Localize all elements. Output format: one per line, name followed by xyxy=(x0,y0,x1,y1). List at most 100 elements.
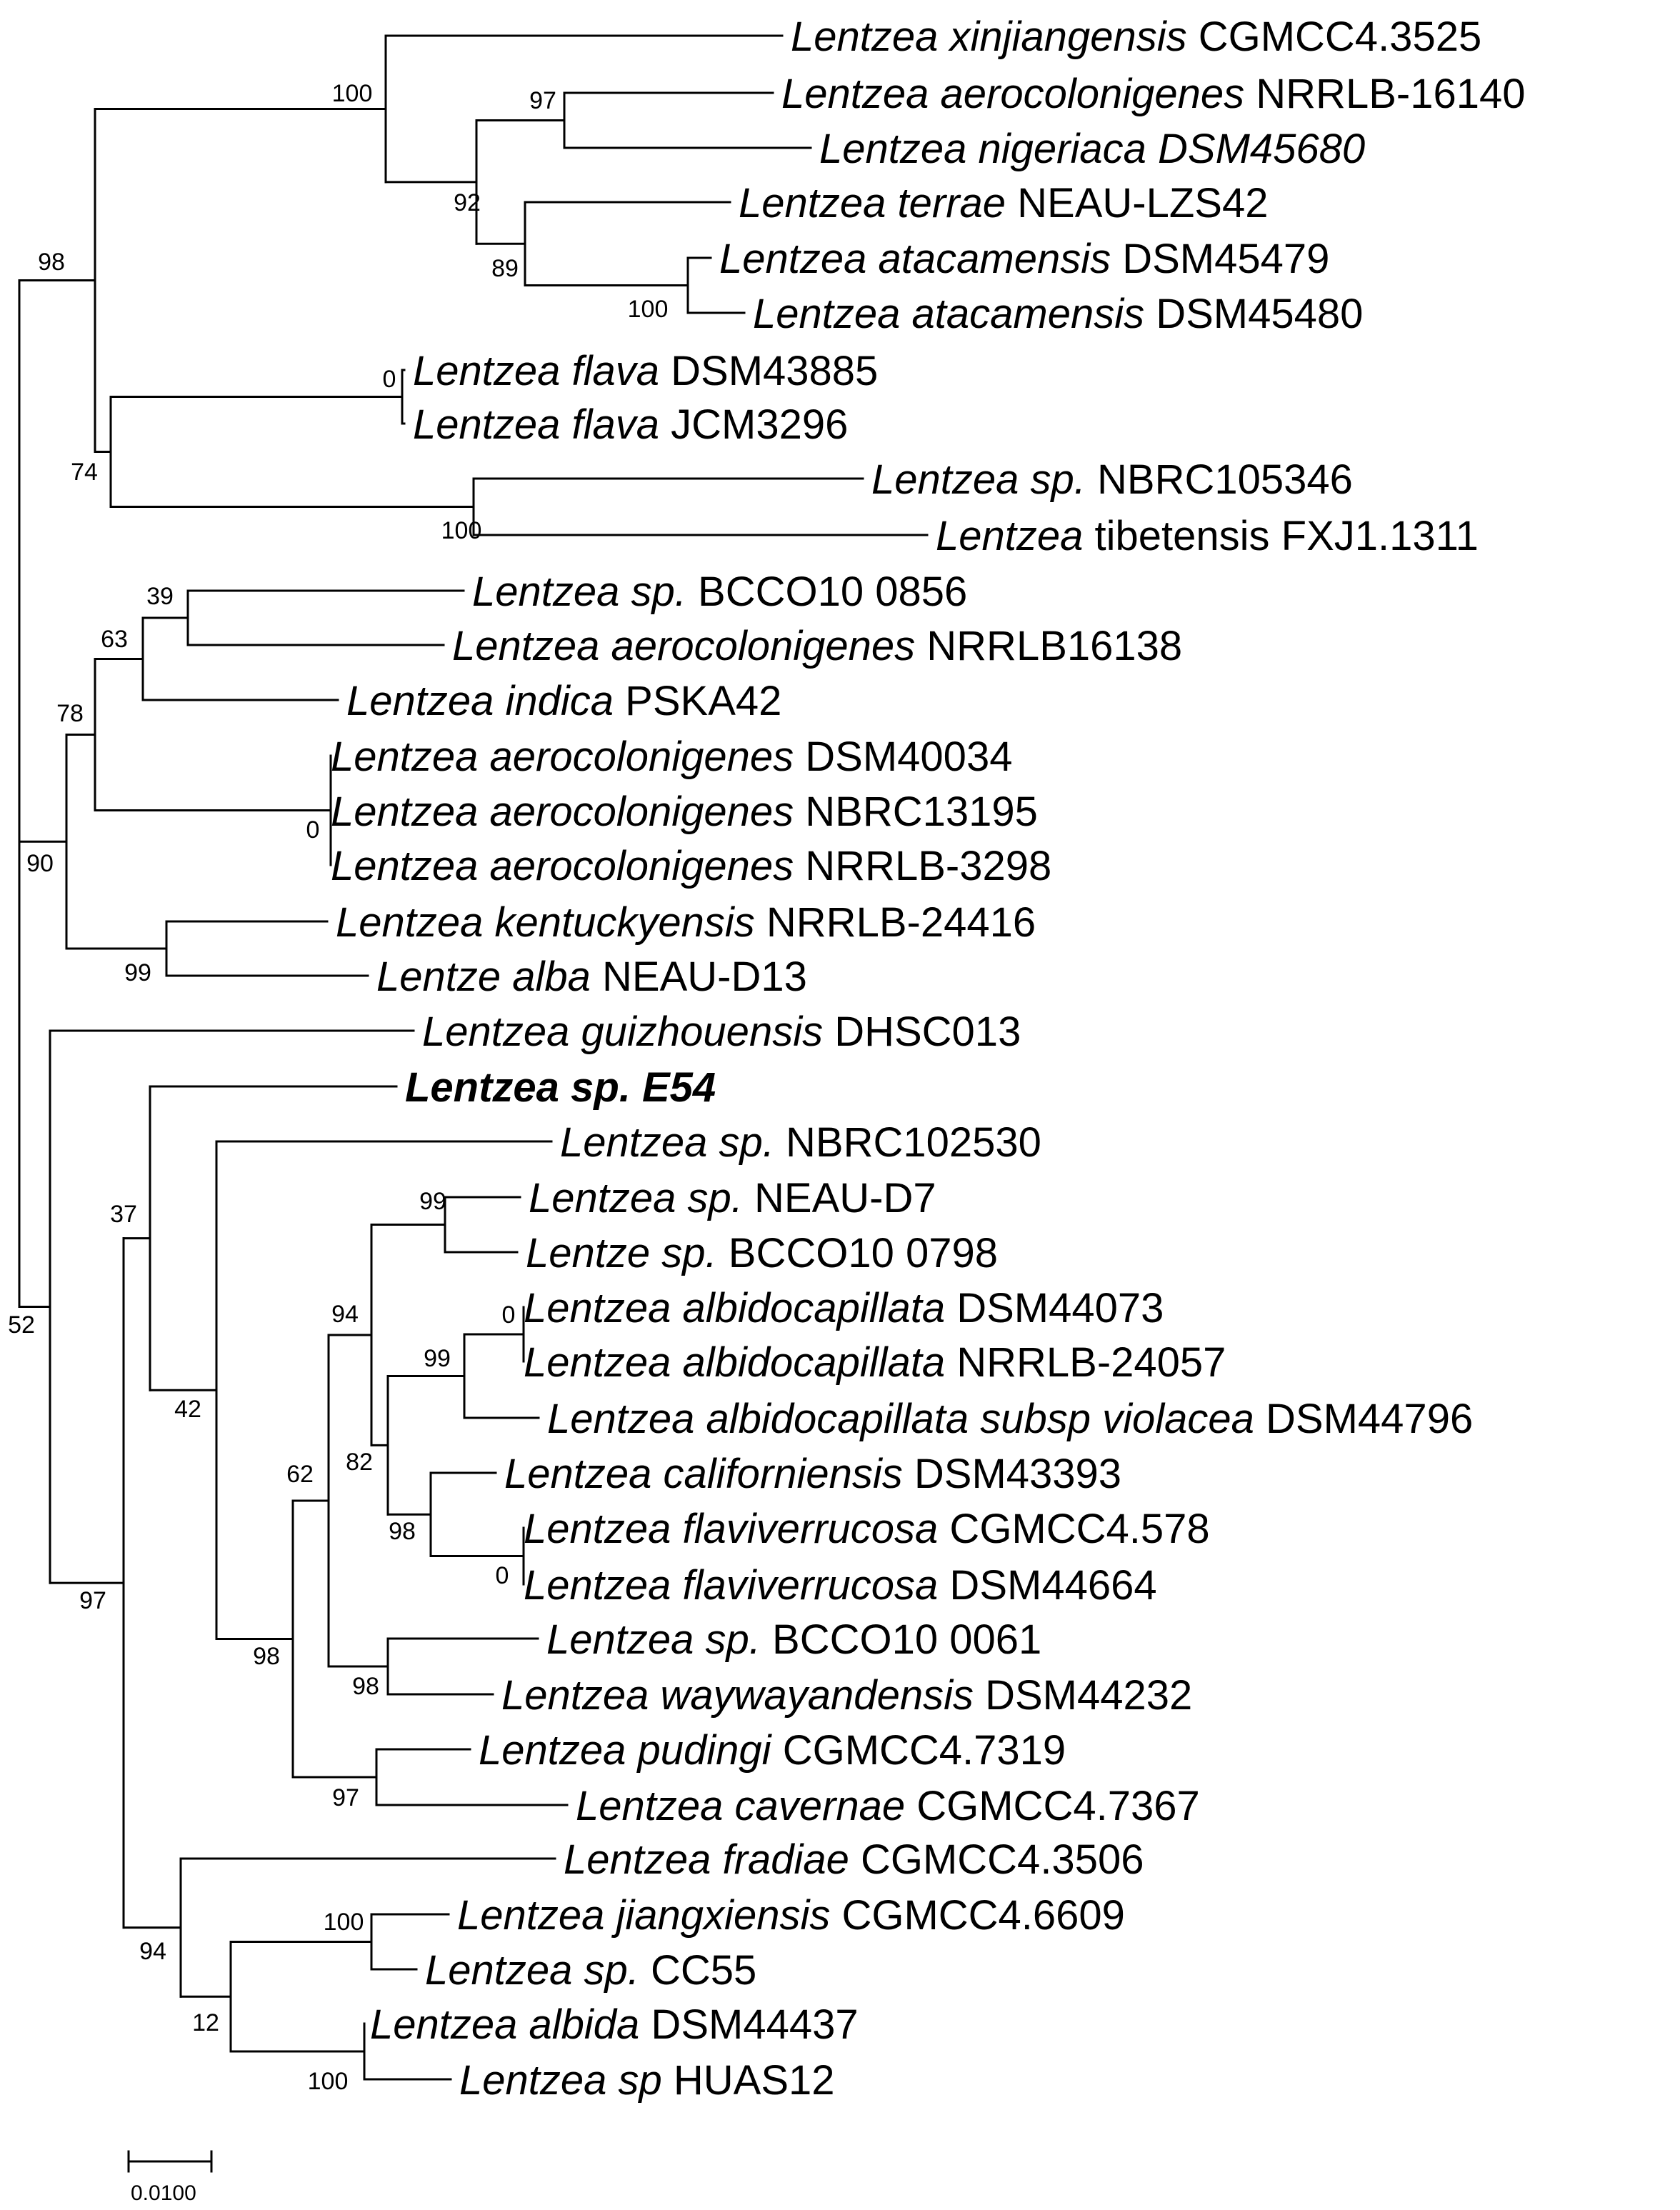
taxon-label: Lentzea aerocolonigenes NBRC13195 xyxy=(331,789,1038,835)
taxon-label: Lentzea albida DSM44437 xyxy=(370,2001,859,2048)
taxon-label: Lentzea nigeriaca DSM45680 xyxy=(819,126,1365,172)
taxon-strain-id: DSM45480 xyxy=(1144,291,1363,337)
bootstrap-label: 97 xyxy=(79,1587,106,1614)
taxon-strain-id: NRRLB16138 xyxy=(915,623,1182,669)
taxon-strain-id: NRRLB-3298 xyxy=(794,843,1051,889)
taxon-species-name: Lentzea atacamensis xyxy=(753,291,1144,337)
taxon-species-name: Lentzea kentuckyensis xyxy=(336,899,755,946)
taxon-label: Lentzea atacamensis DSM45479 xyxy=(719,236,1329,282)
taxon-strain-id: NEAU-LZS42 xyxy=(1006,180,1268,226)
taxon-label: Lentzea sp. E54 xyxy=(405,1064,716,1111)
taxon-label: Lentzea albidocapillata subsp violacea D… xyxy=(547,1396,1473,1442)
taxon-species-name: Lentzea sp. xyxy=(871,456,1086,503)
taxon-label: Lentzea aerocolonigenes NRRLB-16140 xyxy=(781,71,1525,117)
taxon-label: Lentzea pudingi CGMCC4.7319 xyxy=(479,1727,1066,1774)
taxon-strain-id: NBRC105346 xyxy=(1086,456,1353,503)
taxon-label: Lentzea albidocapillata DSM44073 xyxy=(524,1285,1164,1331)
taxon-species-name: Lentzea flaviverrucosa xyxy=(524,1506,938,1552)
taxon-label: Lentzea aerocolonigenes NRRLB16138 xyxy=(452,623,1182,669)
taxon-species-name: Lentzea albidocapillata subsp violacea xyxy=(547,1396,1254,1442)
bootstrap-label: 74 xyxy=(71,459,98,486)
taxon-species-name: Lentzea sp xyxy=(459,2057,662,2104)
taxon-label: Lentzea sp. NBRC105346 xyxy=(871,456,1353,503)
taxon-strain-id: NRRLB-24057 xyxy=(945,1339,1226,1386)
taxon-species-name: Lentzea jiangxiensis xyxy=(457,1892,830,1939)
bootstrap-label: 92 xyxy=(454,189,481,216)
taxon-species-name: Lentzea xyxy=(936,513,1083,559)
taxon-strain-id: DSM44073 xyxy=(945,1285,1164,1331)
taxon-strain-id: DSM43885 xyxy=(659,348,878,394)
bootstrap-label: 94 xyxy=(331,1301,359,1328)
taxon-strain-id: CGMCC4.7367 xyxy=(905,1783,1200,1829)
taxon-label: Lentzea xinjiangensis CGMCC4.3525 xyxy=(791,14,1481,60)
taxon-strain-id: NBRC102530 xyxy=(774,1119,1041,1166)
taxon-strain-id: NEAU-D13 xyxy=(591,954,807,1000)
taxon-species-name: Lentzea flava xyxy=(413,401,659,448)
taxon-species-name: Lentzea albida xyxy=(370,2001,639,2048)
taxon-strain-id: BCCO10 0798 xyxy=(717,1230,998,1276)
bootstrap-label: 97 xyxy=(332,1784,359,1811)
taxon-label: Lentzea flava JCM3296 xyxy=(413,401,848,448)
taxon-strain-id: NBRC13195 xyxy=(794,789,1038,835)
taxon-species-name: Lentzea aerocolonigenes xyxy=(331,843,794,889)
bootstrap-label: 78 xyxy=(56,700,84,727)
taxon-label: Lentzea aerocolonigenes DSM40034 xyxy=(331,734,1012,780)
taxon-strain-id: BCCO10 0061 xyxy=(761,1616,1041,1663)
bootstrap-label: 99 xyxy=(124,959,151,986)
taxon-label: Lentzea sp. BCCO10 0856 xyxy=(472,569,967,615)
taxon-strain-id: CGMCC4.578 xyxy=(938,1506,1209,1552)
taxon-label: Lentzea fradiae CGMCC4.3506 xyxy=(564,1836,1144,1883)
bootstrap-label: 99 xyxy=(424,1345,451,1372)
bootstrap-label: 98 xyxy=(253,1643,280,1670)
taxon-label: Lentzea flava DSM43885 xyxy=(413,348,878,394)
scale-bar-label: 0.0100 xyxy=(131,2181,196,2205)
taxon-strain-id: BCCO10 0856 xyxy=(686,569,967,615)
taxon-label: Lentzea aerocolonigenes NRRLB-3298 xyxy=(331,843,1051,889)
tree-branches xyxy=(18,34,929,2081)
taxon-species-name: Lentzea aerocolonigenes xyxy=(331,789,794,835)
bootstrap-label: 100 xyxy=(441,517,482,544)
bootstrap-label: 42 xyxy=(174,1396,201,1423)
bootstrap-label: 12 xyxy=(192,2009,219,2036)
taxon-strain-id: CGMCC4.7319 xyxy=(771,1727,1066,1774)
bootstrap-label: 98 xyxy=(352,1673,379,1700)
taxon-species-name: Lentzea cavernae xyxy=(576,1783,905,1829)
bootstrap-label: 0 xyxy=(502,1301,516,1329)
taxon-species-name: Lentzea guizhouensis xyxy=(422,1009,823,1055)
taxon-strain-id: DSM44664 xyxy=(938,1562,1156,1609)
scale-bar: 0.0100 xyxy=(127,2150,213,2205)
taxon-label: Lentzea flaviverrucosa CGMCC4.578 xyxy=(524,1506,1210,1552)
bootstrap-label: 100 xyxy=(628,296,669,323)
taxon-species-name: Lentzea flava xyxy=(413,348,659,394)
taxon-species-name: Lentzea aerocolonigenes xyxy=(452,623,915,669)
taxon-label: Lentzea terrae NEAU-LZS42 xyxy=(739,180,1269,226)
taxon-label: Lentzea indica PSKA42 xyxy=(346,678,781,724)
bootstrap-label: 100 xyxy=(308,2068,349,2095)
taxon-label: Lentze alba NEAU-D13 xyxy=(376,954,807,1000)
taxon-strain-id: DSM40034 xyxy=(794,734,1012,780)
taxon-strain-id: CC55 xyxy=(639,1947,756,1994)
taxon-strain-id: CGMCC4.3525 xyxy=(1187,14,1482,60)
taxon-species-name: Lentzea terrae xyxy=(739,180,1006,226)
taxon-species-name: Lentzea sp. xyxy=(425,1947,639,1994)
taxon-strain-id: tibetensis FXJ1.1311 xyxy=(1083,513,1478,559)
taxon-strain-id: PSKA42 xyxy=(614,678,781,724)
taxon-strain-id: NRRLB-16140 xyxy=(1244,71,1525,117)
taxon-strain-id: CGMCC4.6609 xyxy=(830,1892,1125,1939)
taxon-label: Lentzea sp. NBRC102530 xyxy=(560,1119,1041,1166)
taxon-species-name: Lentzea sp. xyxy=(529,1175,743,1221)
bootstrap-label: 99 xyxy=(419,1188,446,1215)
taxon-label: Lentzea cavernae CGMCC4.7367 xyxy=(576,1783,1200,1829)
taxon-species-name: Lentze sp. xyxy=(526,1230,717,1276)
taxon-strain-id: NEAU-D7 xyxy=(743,1175,936,1221)
bootstrap-label: 52 xyxy=(8,1311,35,1339)
taxon-species-name: Lentzea albidocapillata xyxy=(524,1285,945,1331)
bootstrap-label: 100 xyxy=(324,1909,364,1936)
taxon-label: Lentzea kentuckyensis NRRLB-24416 xyxy=(336,899,1036,946)
bootstrap-label: 90 xyxy=(26,850,54,877)
taxon-strain-id: DSM45479 xyxy=(1111,236,1329,282)
taxon-label: Lentzea albidocapillata NRRLB-24057 xyxy=(524,1339,1226,1386)
taxon-species-name: Lentzea xinjiangensis xyxy=(791,14,1187,60)
bootstrap-label: 89 xyxy=(491,255,519,282)
